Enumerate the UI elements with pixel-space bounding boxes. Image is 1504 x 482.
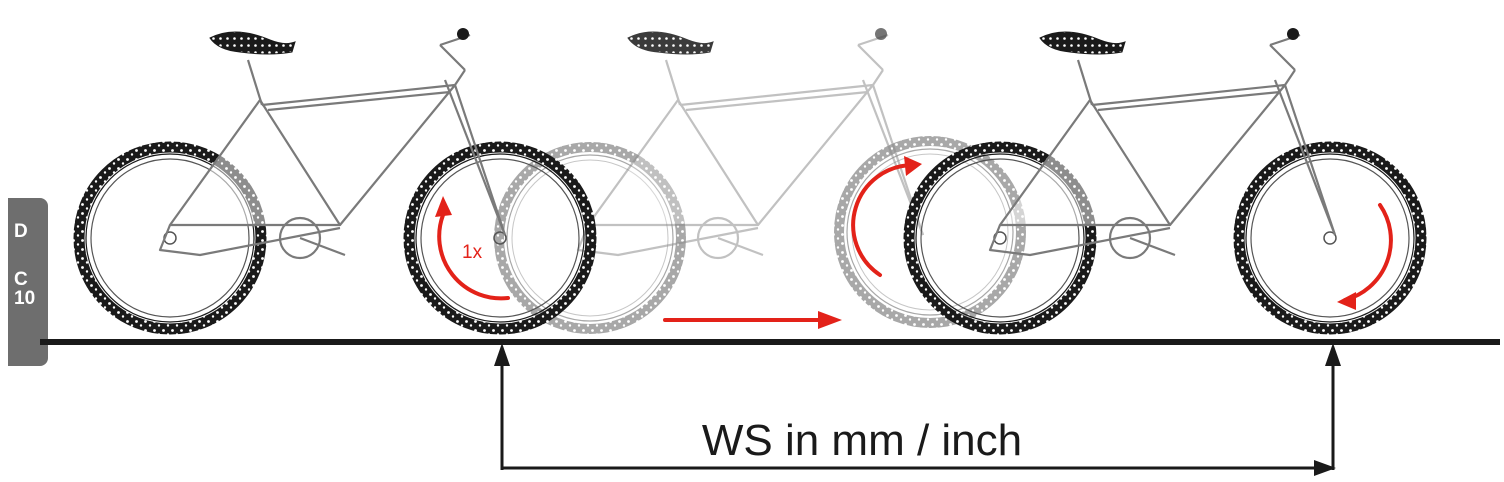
side-tab: D C 10 (8, 198, 48, 366)
measure-label: WS in mm / inch (702, 416, 1022, 465)
side-tab-line-1: D (14, 221, 28, 242)
right-bike (909, 28, 1421, 329)
rotation-arrowhead-right (1337, 292, 1356, 310)
measure-span-arrowhead (1314, 460, 1336, 476)
measure-end-arrowhead (1325, 343, 1341, 366)
rotation-arrow-middle (851, 163, 915, 277)
rotation-arrow-left (437, 213, 510, 301)
rotation-arrowhead-left (435, 196, 452, 217)
rotation-arrow-right (1343, 203, 1393, 302)
rotation-arrowhead-middle (904, 156, 922, 176)
side-tab-line-3: 10 (14, 288, 36, 309)
wheel-turn-label: 1x (462, 242, 483, 263)
travel-arrowhead (818, 311, 842, 329)
side-tab-line-2: C (14, 269, 28, 290)
measure-start-arrowhead (494, 343, 510, 366)
